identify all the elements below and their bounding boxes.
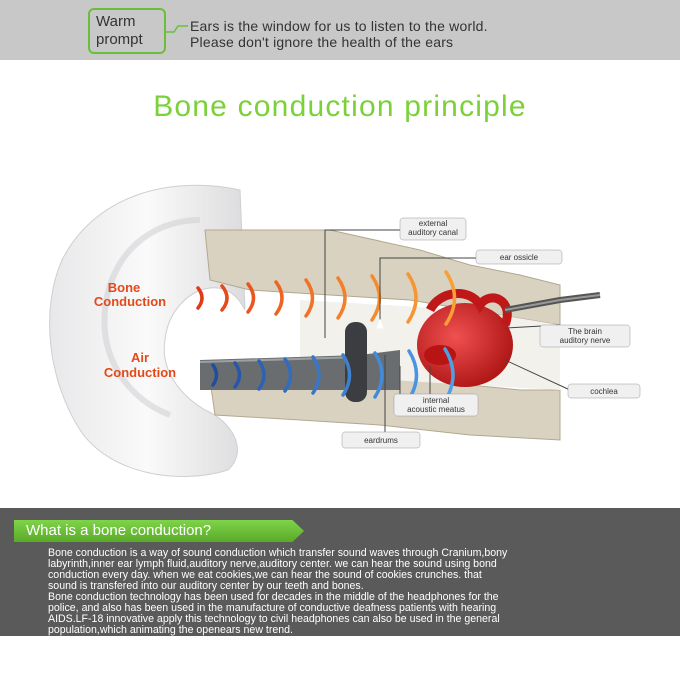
brain-label-2: auditory nerve — [560, 336, 611, 345]
body-line: AIDS.LF-18 innovative apply this technol… — [48, 613, 500, 625]
header-message: Ears is the window for us to listen to t… — [190, 18, 488, 50]
bone-label-1: Bone — [108, 280, 141, 295]
section-body: Bone conduction is a way of sound conduc… — [48, 548, 648, 636]
info-section: What is a bone conduction? Bone conducti… — [0, 508, 680, 636]
external-canal-label-1: external — [419, 219, 448, 228]
body-line: Bone conduction technology has been used… — [48, 591, 499, 603]
bone-label-2: Conduction — [94, 294, 166, 309]
pointer-arrow-icon — [166, 25, 188, 33]
header-line-2: Please don't ignore the health of the ea… — [190, 34, 454, 50]
body-line: Bone conduction is a way of sound conduc… — [48, 547, 508, 559]
header-bar: Warm prompt Ears is the window for us to… — [0, 0, 680, 60]
badge-line-1: Warm — [96, 13, 136, 30]
bone-waves — [196, 270, 457, 326]
brain-label-1: The brain — [568, 327, 602, 336]
meatus-label-1: internal — [423, 396, 449, 405]
external-canal-label-2: auditory canal — [408, 228, 458, 237]
outer-ear-shape — [49, 184, 246, 478]
warm-prompt-badge: Warm prompt — [88, 8, 166, 54]
body-line: labyrinth,inner ear lymph fluid,auditory… — [48, 558, 497, 570]
cochlea-label: cochlea — [590, 387, 618, 396]
section-heading: What is a bone conduction? — [14, 520, 304, 542]
body-line: sound is transfered into our auditory ce… — [48, 580, 364, 592]
body-line: police, and also has been used in the ma… — [48, 602, 497, 614]
badge-line-2: prompt — [96, 31, 143, 48]
cochlea-shape — [417, 303, 513, 387]
meatus-label-2: acoustic meatus — [407, 405, 465, 414]
eardrums-label: eardrums — [364, 436, 398, 445]
air-label-2: Conduction — [104, 365, 176, 380]
page-title: Bone conduction principle — [153, 90, 527, 123]
body-line: population,which animating the openears … — [48, 624, 293, 636]
header-line-1: Ears is the window for us to listen to t… — [190, 18, 488, 34]
body-line: conduction every day. when we eat cookie… — [48, 569, 482, 581]
ear-diagram: Bone Conduction Air Conduction external … — [49, 184, 641, 478]
air-label-1: Air — [131, 350, 149, 365]
ossicle-label: ear ossicle — [500, 253, 539, 262]
